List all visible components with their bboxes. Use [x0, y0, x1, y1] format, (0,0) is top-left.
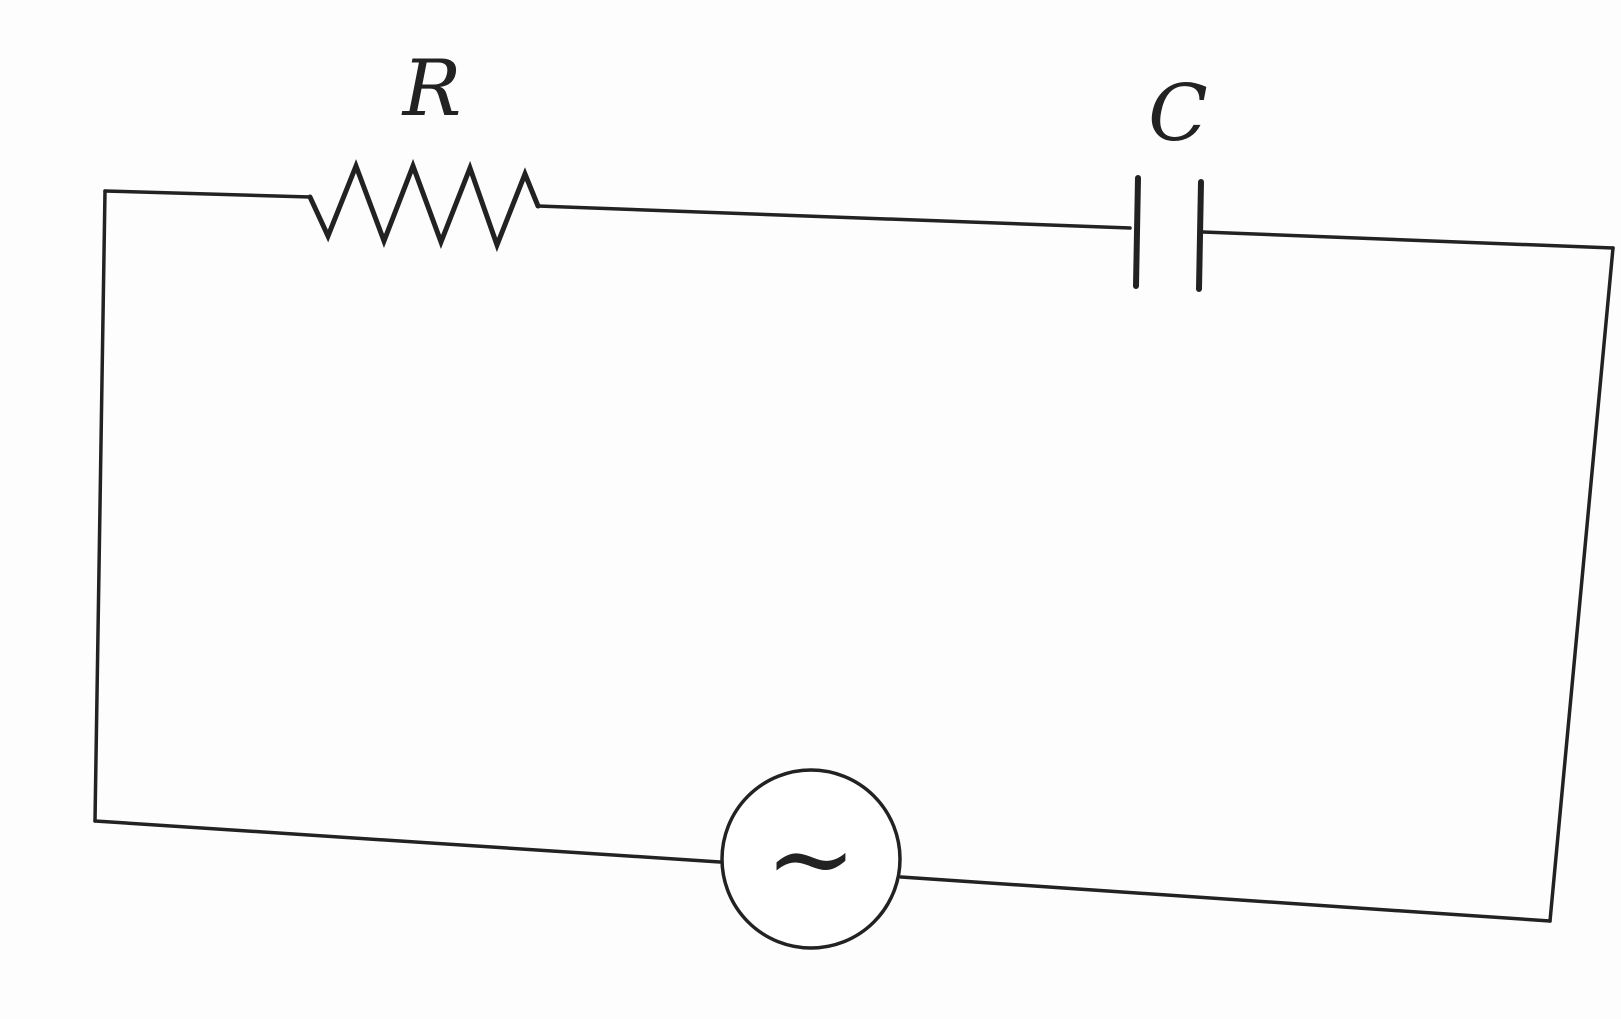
ac-source: ~	[720, 768, 902, 950]
wire-bottom-left	[93, 819, 722, 864]
capacitor-plate-left	[1133, 175, 1141, 289]
resistor-label: R	[401, 44, 462, 134]
capacitor-plate-right	[1196, 179, 1204, 292]
wire-bottom-right	[899, 875, 1552, 923]
capacitor-label: C	[1148, 69, 1208, 159]
ac-source-circle	[720, 768, 902, 950]
ac-source-symbol: ~	[765, 794, 857, 922]
wire-resistor-to-capacitor	[536, 204, 1132, 230]
resistor-symbol	[307, 158, 541, 253]
wire-right	[1548, 246, 1615, 923]
wire-capacitor-to-right	[1201, 230, 1615, 250]
wire-top-left	[103, 189, 312, 199]
wire-left	[93, 189, 107, 823]
